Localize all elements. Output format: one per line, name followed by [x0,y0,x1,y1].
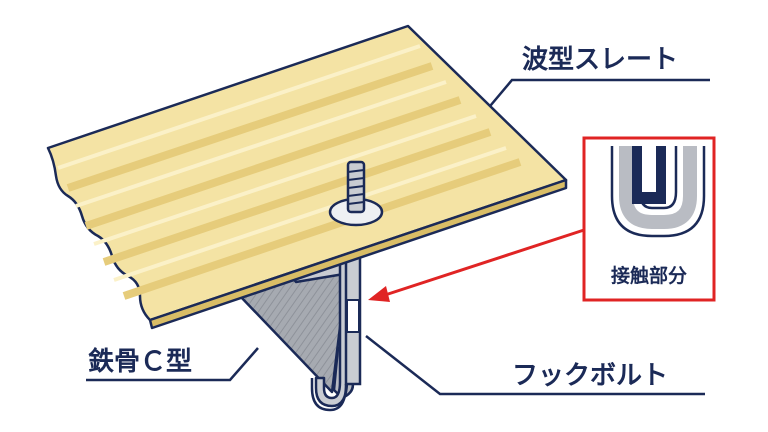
contact-inset: 接触部分 [582,136,716,302]
contact-part-label: 接触部分 [611,264,687,287]
slate-label: 波型スレート [522,45,678,75]
steel-leader-line [86,347,259,382]
slate-leader-line [479,78,710,119]
steel-c-label: 鉄骨Ｃ型 [88,346,192,377]
hookbolt-leader-line [365,335,705,396]
hook-bolt-label: フックボルト [512,361,668,391]
bolt-thread [346,160,366,214]
contact-arrow [368,228,585,302]
corrugated-slate [46,24,568,330]
